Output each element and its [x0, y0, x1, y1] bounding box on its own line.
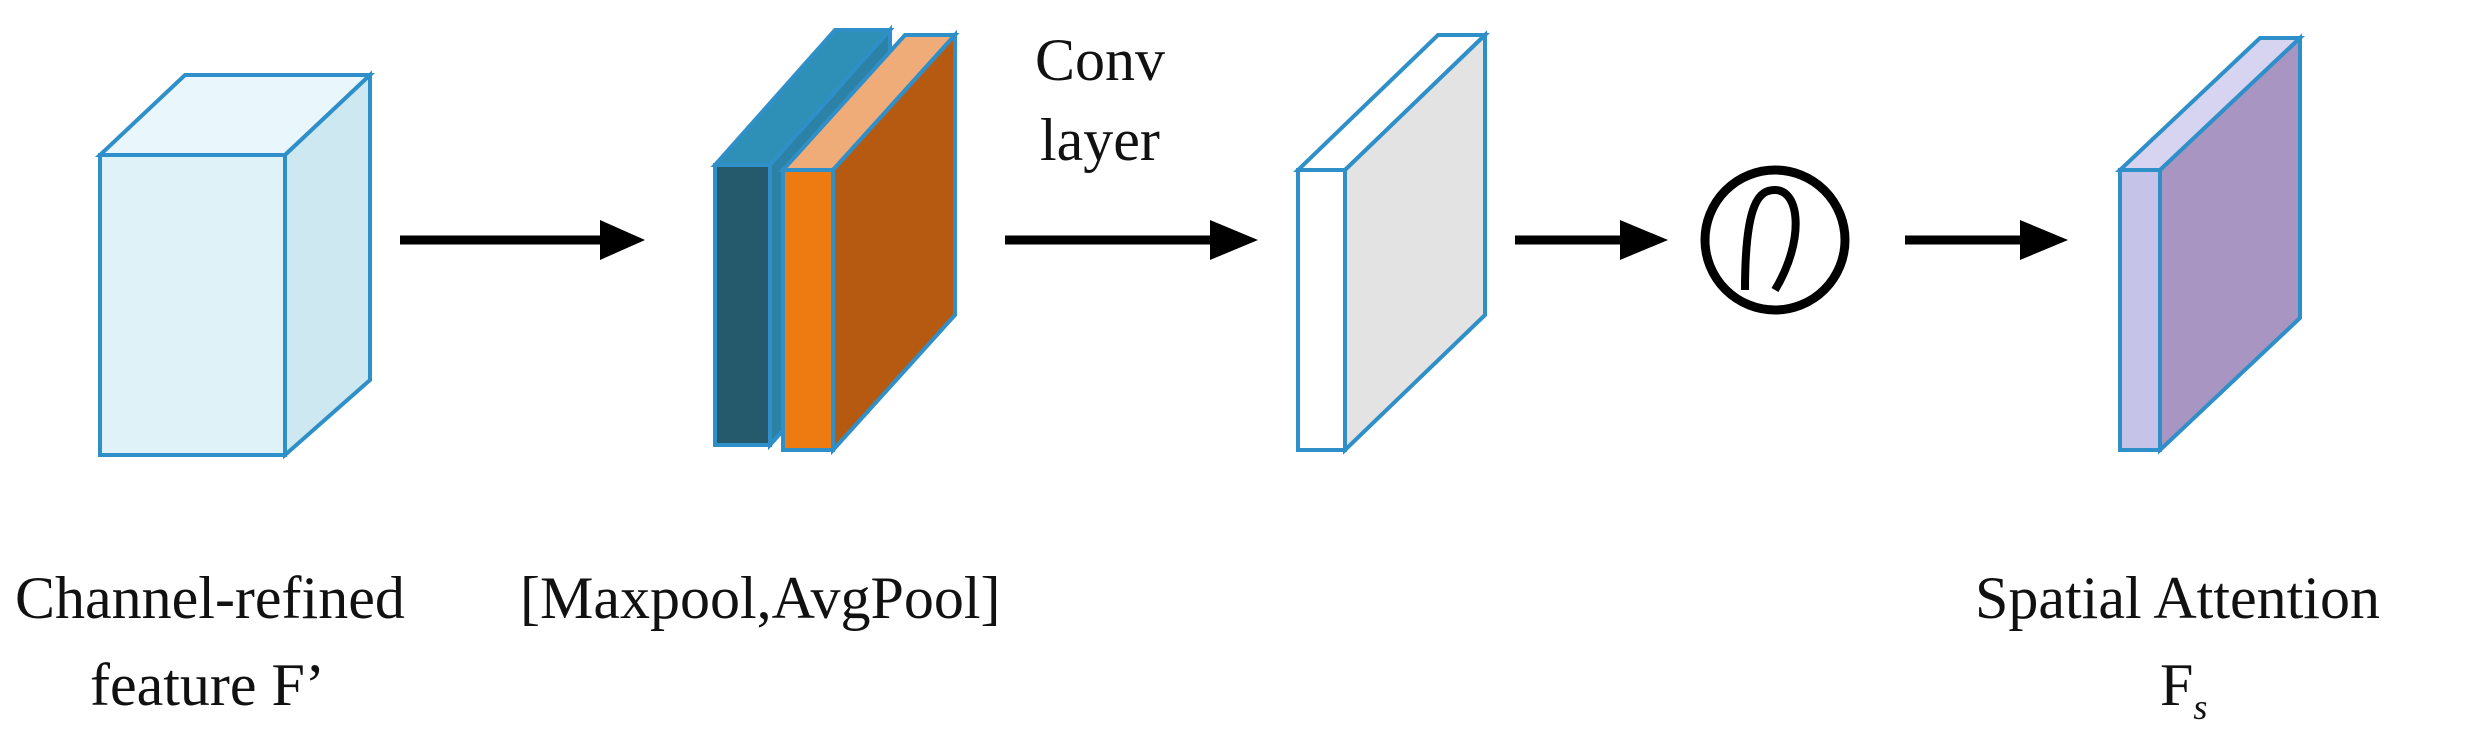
maxpool-slab-front	[713, 163, 772, 447]
arrow-head	[2020, 220, 2068, 260]
spatial-attention-slab	[2114, 33, 2306, 455]
arrow-sigmoid-to-attention	[1905, 220, 2068, 260]
conv-output-slab	[1293, 30, 1490, 455]
attention-slab-front	[2118, 168, 2162, 452]
conv-slab-front	[1296, 168, 1347, 452]
output-symbol: F	[2160, 652, 2193, 718]
conv-layer-label-line2: layer	[1040, 107, 1160, 173]
output-subscript: s	[2193, 687, 2207, 727]
arrow-conv-to-sigmoid	[1515, 220, 1668, 260]
input-feature-cube	[94, 70, 376, 460]
sigmoid-icon	[1700, 165, 1850, 315]
output-label-line1: Spatial Attention	[1975, 565, 2380, 631]
conv-layer-label-line1: Conv	[1035, 27, 1165, 93]
input-label-line2: feature F’	[90, 652, 325, 718]
arrow-input-to-pool	[400, 220, 645, 260]
arrow-head	[1210, 220, 1258, 260]
avgpool-slab	[778, 29, 960, 456]
pooling-label: [Maxpool,AvgPool]	[520, 565, 1001, 631]
input-cube-front	[98, 153, 287, 457]
arrow-head	[1620, 220, 1668, 260]
avgpool-slab-front	[781, 168, 835, 452]
arrow-head	[600, 220, 645, 260]
input-label-line1: Channel-refined	[15, 565, 405, 631]
output-label-symbol: Fs	[2160, 652, 2207, 727]
arrow-pool-to-conv	[1005, 220, 1258, 260]
